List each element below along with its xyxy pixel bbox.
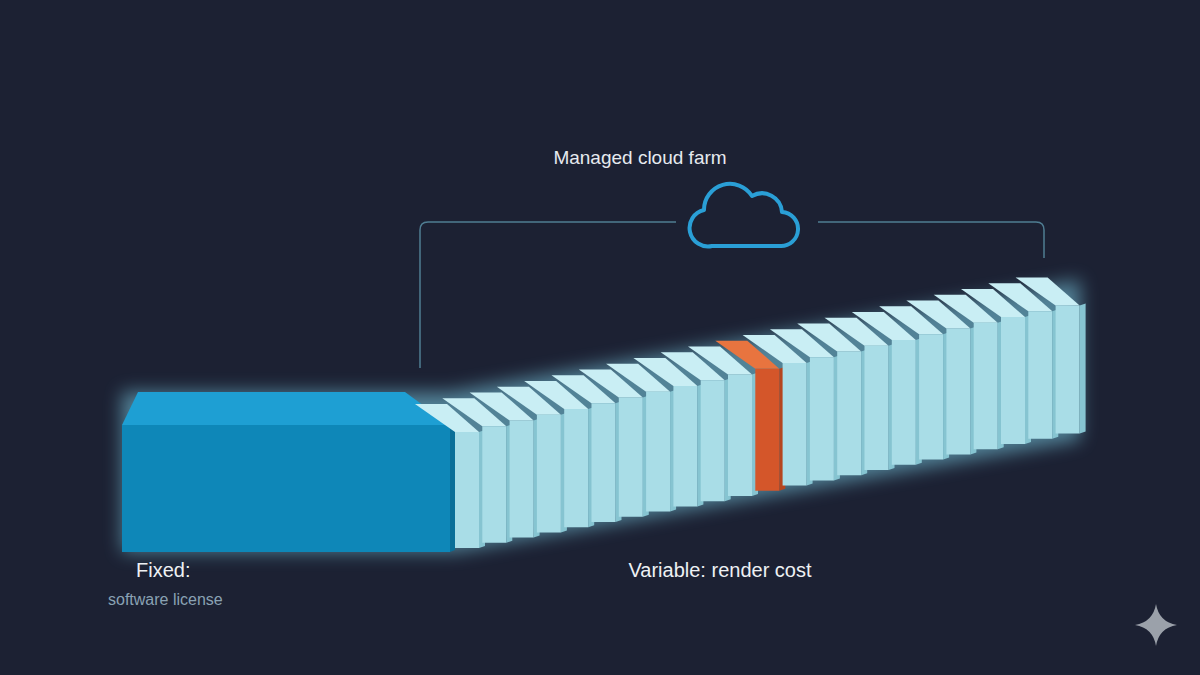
- slab-face: [837, 352, 861, 476]
- slab-face: [1001, 317, 1025, 444]
- slab-face: [673, 386, 697, 506]
- watermark-sparkle: [1135, 604, 1177, 646]
- slab-face: [974, 323, 998, 449]
- slab-face: [619, 398, 643, 517]
- text-label: Managed cloud farm: [553, 147, 726, 169]
- slab-face: [1016, 278, 1080, 306]
- cloud-icon: [690, 184, 798, 247]
- slab-face: [1028, 311, 1052, 439]
- slab-face: [122, 280, 1080, 552]
- slab-face: [1056, 306, 1080, 434]
- text-label: Variable: render cost: [628, 559, 811, 582]
- slab-face: [865, 346, 889, 470]
- slab-face: [946, 329, 970, 455]
- text-label: software license: [108, 591, 223, 609]
- text-label: Fixed:: [136, 559, 190, 582]
- slab-face: [537, 415, 561, 533]
- glow: [122, 280, 1080, 552]
- slab-face: [892, 340, 916, 465]
- fixed-cost-block: [122, 392, 455, 552]
- bracket: [420, 222, 676, 368]
- slab-face: [919, 334, 943, 459]
- slab-face: [728, 375, 752, 497]
- slab-face: [592, 403, 616, 522]
- slab-face: [455, 432, 479, 548]
- slab-face: [646, 392, 670, 512]
- slab-face: [783, 363, 807, 486]
- slab-face: [701, 380, 725, 501]
- slab-face: [755, 369, 779, 491]
- bracket: [818, 222, 1044, 258]
- slab-face: [510, 421, 534, 538]
- slab-face: [810, 357, 834, 480]
- slab-face: [1080, 304, 1086, 434]
- render-cost-slabs: [415, 278, 1086, 549]
- slab-face: [564, 409, 588, 527]
- slab-face: [482, 426, 506, 543]
